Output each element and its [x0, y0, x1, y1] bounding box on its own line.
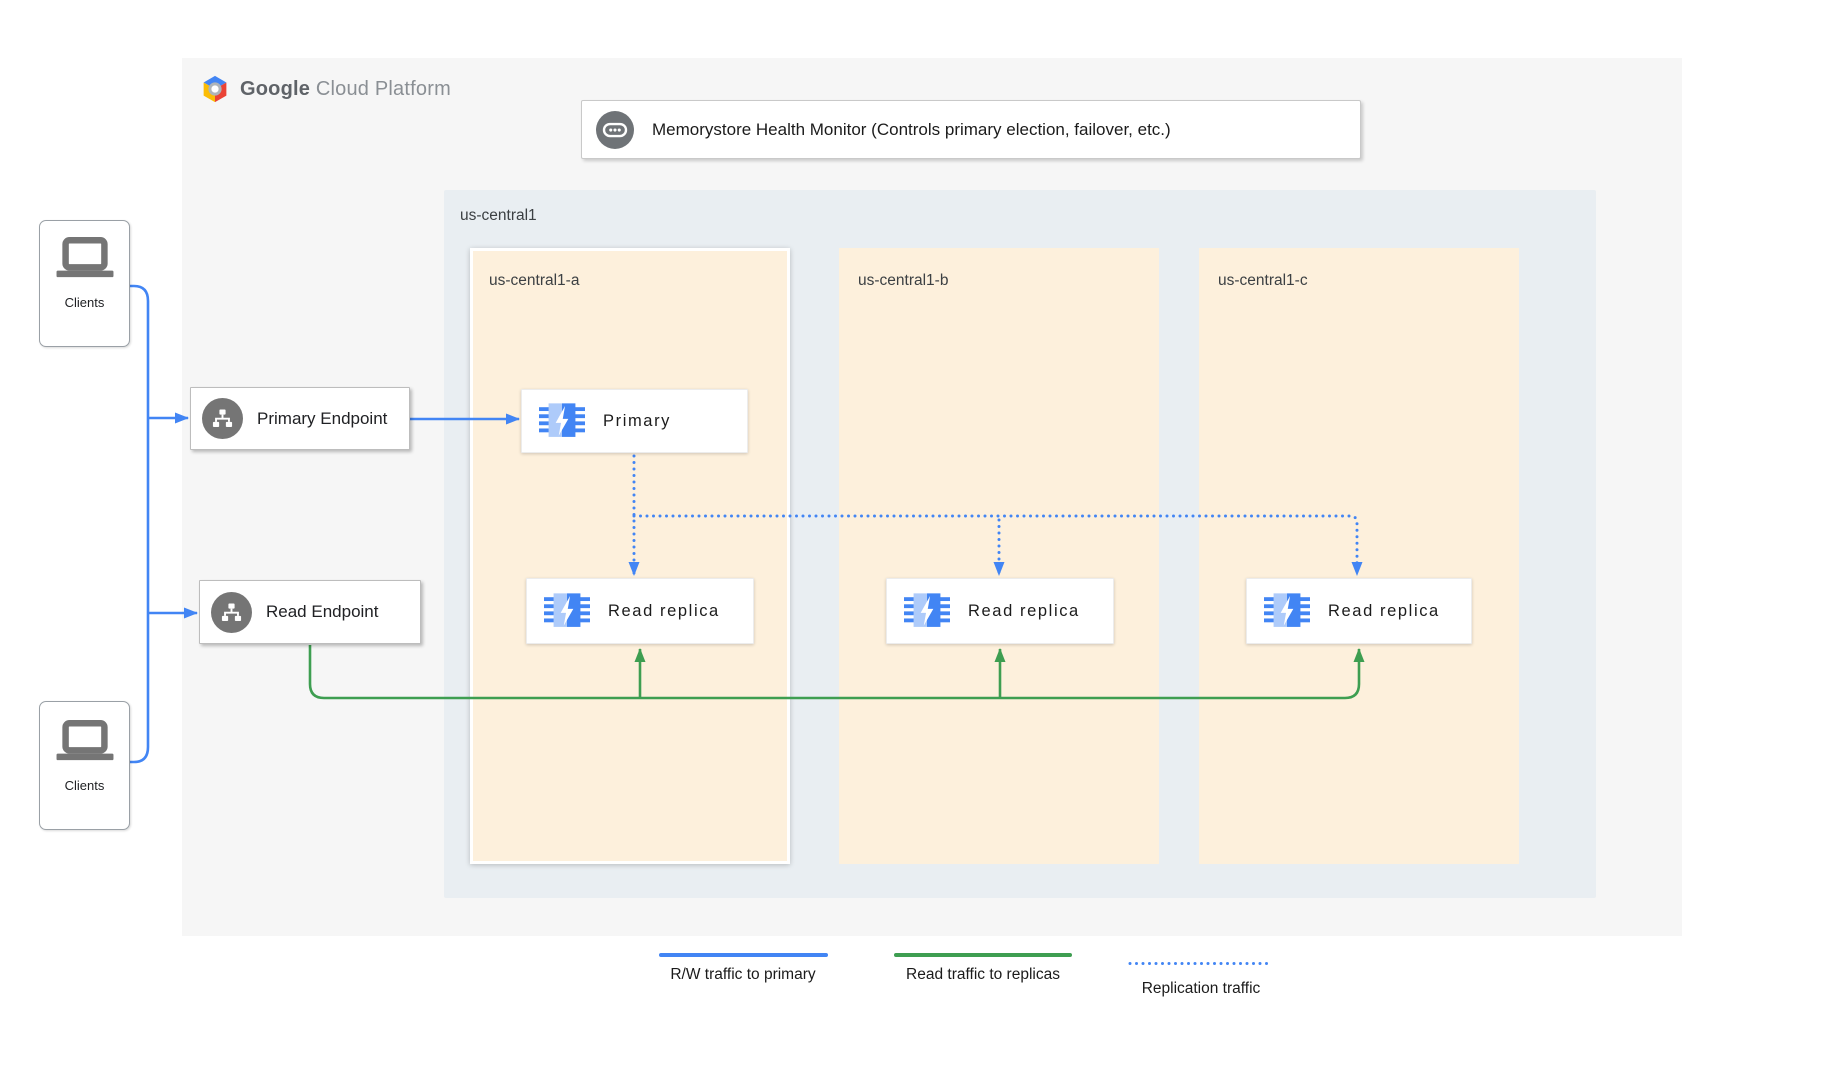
primary-node: Primary — [521, 389, 748, 453]
clients-box-bottom: Clients — [39, 701, 130, 830]
clients-box-top: Clients — [39, 220, 130, 347]
region-label: us-central1 — [460, 207, 537, 224]
legend-rw-traffic: R/W traffic to primary — [658, 953, 828, 984]
primary-node-label: Primary — [603, 411, 672, 430]
primary-endpoint-label: Primary Endpoint — [257, 408, 388, 428]
primary-endpoint-box: Primary Endpoint — [190, 387, 410, 450]
read-endpoint-label: Read Endpoint — [266, 602, 379, 621]
legend-label: R/W traffic to primary — [670, 966, 816, 983]
laptop-icon — [56, 237, 113, 278]
gcp-brand-text: Google Cloud Platform — [240, 78, 451, 101]
health-monitor-box: Memorystore Health Monitor (Controls pri… — [581, 100, 1361, 159]
clients-label: Clients — [64, 295, 105, 310]
legend-replication-traffic: Replication traffic — [1128, 953, 1274, 998]
clients-label: Clients — [64, 778, 105, 793]
zone-us-central1-a: us-central1-a — [470, 248, 790, 864]
memorystore-chip-icon — [1264, 593, 1310, 627]
zone-label: us-central1-c — [1218, 272, 1308, 289]
gcp-brand-bold: Google — [240, 77, 311, 100]
memcache-dots-icon — [596, 110, 634, 149]
read-replica-node-a: Read replica — [526, 578, 754, 644]
read-replica-label: Read replica — [608, 601, 720, 620]
memorystore-chip-icon — [904, 593, 950, 627]
zone-us-central1-b: us-central1-b — [839, 248, 1159, 864]
legend-read-traffic: Read traffic to replicas — [893, 953, 1073, 984]
wire-clients-spine — [130, 284, 150, 764]
laptop-icon — [56, 720, 113, 761]
zone-label: us-central1-b — [858, 272, 949, 289]
legend-label: Read traffic to replicas — [906, 966, 1060, 983]
zone-us-central1-c: us-central1-c — [1199, 248, 1519, 864]
read-endpoint-box: Read Endpoint — [199, 580, 421, 644]
gcp-hexagon-icon — [203, 75, 227, 103]
legend-line-dotted — [1128, 962, 1274, 965]
region-us-central1: us-central1 us-central1-a us-central1-b … — [444, 190, 1596, 898]
read-replica-label: Read replica — [1328, 601, 1440, 620]
gcp-container: Google Cloud Platform Memorystore Health… — [182, 58, 1682, 936]
gcp-brand-light: Cloud Platform — [315, 77, 451, 100]
legend-label: Replication traffic — [1141, 980, 1261, 997]
gcp-logo: Google Cloud Platform — [200, 74, 451, 104]
legend-line-green — [894, 953, 1072, 957]
zone-label: us-central1-a — [489, 272, 580, 289]
legend-line-blue — [658, 953, 828, 957]
read-replica-label: Read replica — [968, 601, 1080, 620]
memorystore-chip-icon — [539, 403, 585, 437]
health-monitor-label: Memorystore Health Monitor (Controls pri… — [652, 119, 1171, 139]
read-replica-node-b: Read replica — [886, 578, 1114, 644]
read-replica-node-c: Read replica — [1246, 578, 1472, 644]
network-sitemap-icon — [211, 591, 252, 633]
network-sitemap-icon — [202, 398, 243, 439]
memorystore-chip-icon — [544, 593, 590, 627]
